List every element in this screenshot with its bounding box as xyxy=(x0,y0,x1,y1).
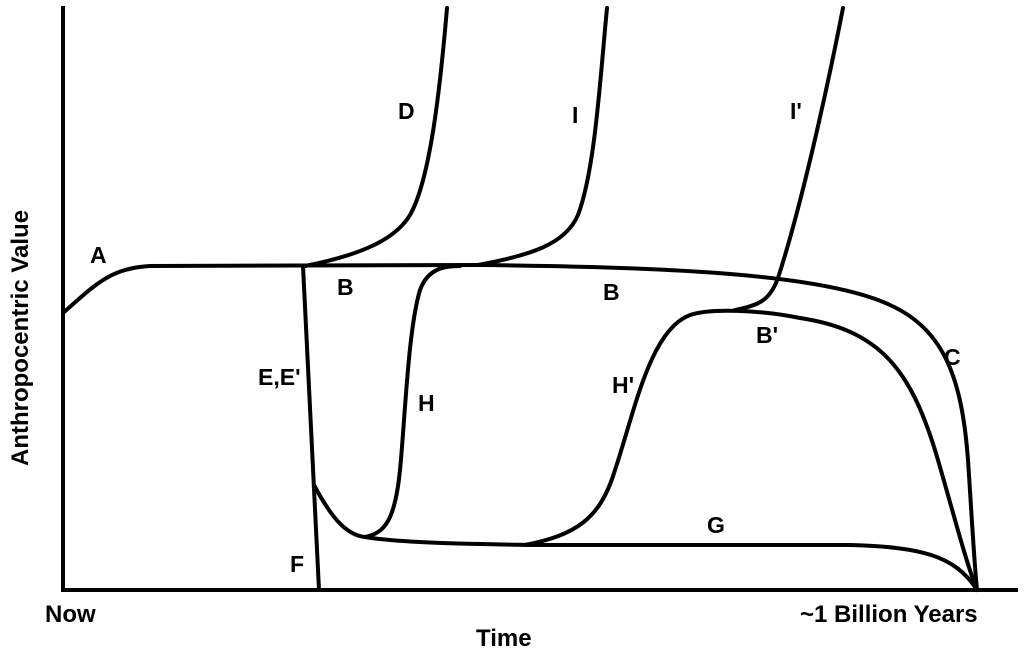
curve-a-b-c xyxy=(61,263,979,592)
y-axis-title: Anthropocentric Value xyxy=(7,210,34,466)
label-b-1: B xyxy=(337,274,354,300)
label-f: F xyxy=(290,551,304,577)
curve-h xyxy=(363,264,462,539)
label-a: A xyxy=(90,242,107,268)
label-e: E,E' xyxy=(258,364,301,390)
curve-g xyxy=(312,483,979,592)
label-b-2: B xyxy=(603,279,620,305)
label-c: C xyxy=(944,344,961,370)
label-i-prime: I' xyxy=(790,98,802,124)
curve-h-prime xyxy=(523,308,979,592)
x-end-label: ~1 Billion Years xyxy=(800,601,978,628)
x-axis-title: Time xyxy=(476,625,532,652)
x-start-label: Now xyxy=(45,601,96,628)
label-h-prime: H' xyxy=(612,372,634,398)
curve-i-prime xyxy=(733,6,845,312)
label-b-prime: B' xyxy=(756,322,778,348)
curve-i xyxy=(476,6,609,267)
label-g: G xyxy=(707,512,725,538)
label-d: D xyxy=(398,98,415,124)
curve-e-f xyxy=(301,264,321,592)
label-i: I xyxy=(572,102,578,128)
label-h: H xyxy=(418,390,435,416)
curve-d xyxy=(303,6,449,268)
